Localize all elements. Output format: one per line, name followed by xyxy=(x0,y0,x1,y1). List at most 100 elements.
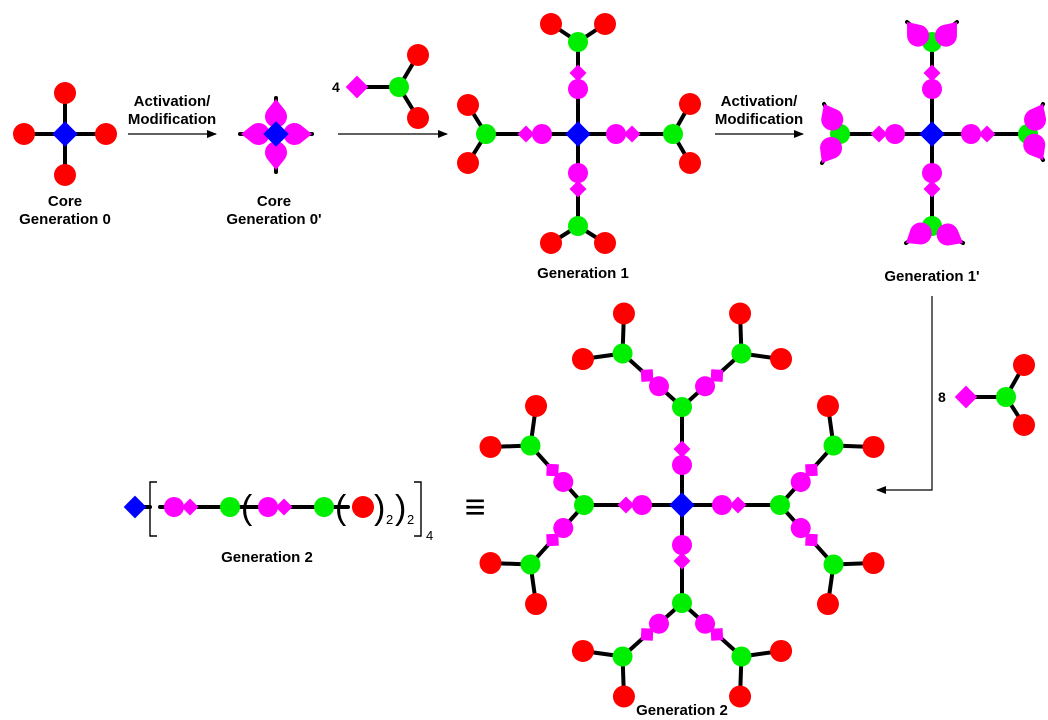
terminal-group xyxy=(816,394,839,417)
activated-end-group xyxy=(820,136,843,163)
linker-unit xyxy=(672,535,692,555)
terminal-group xyxy=(679,152,701,174)
linker-pair xyxy=(640,369,669,397)
terminal-group xyxy=(729,685,752,708)
branch-unit xyxy=(520,554,541,575)
terminal-group xyxy=(679,93,701,115)
linker-unit xyxy=(922,163,942,183)
branch-unit xyxy=(996,387,1016,407)
activated-end-group xyxy=(283,123,312,145)
linker-unit xyxy=(617,496,635,514)
branch-unit xyxy=(612,646,633,667)
terminal-group xyxy=(540,13,562,35)
core-unit xyxy=(565,121,591,147)
linker-unit xyxy=(712,495,732,515)
linker-unit xyxy=(805,533,818,547)
terminal-group xyxy=(1013,354,1035,376)
linker-pair xyxy=(617,495,652,515)
terminal-group xyxy=(13,123,35,145)
terminal-group xyxy=(612,302,635,325)
step1-label-line1: Activation/ xyxy=(134,93,212,110)
linker-pair xyxy=(922,64,942,99)
linker-unit xyxy=(790,518,811,539)
branch-unit xyxy=(568,216,588,236)
terminal-group xyxy=(862,435,885,458)
linker-pair xyxy=(790,518,818,547)
linker-pair xyxy=(546,463,574,492)
linker-unit xyxy=(275,498,293,516)
linker-unit xyxy=(606,124,626,144)
terminal-group xyxy=(95,123,117,145)
terminal-group xyxy=(54,82,76,104)
generation-2-formula: ( ( ) 2 ) 2 4 xyxy=(123,481,433,543)
terminal-group xyxy=(770,348,793,371)
linker-unit xyxy=(623,125,641,143)
linker-unit xyxy=(710,369,724,382)
formula-bracket-right xyxy=(414,481,422,537)
linker-pair xyxy=(695,613,724,641)
linker-pair xyxy=(790,463,818,492)
branch-unit xyxy=(731,343,752,364)
linker-unit xyxy=(648,376,669,397)
linker-pair xyxy=(568,163,588,198)
linker-unit xyxy=(954,385,978,409)
generation-1-prime-dendrimer xyxy=(820,20,1047,246)
terminal-group xyxy=(571,348,594,371)
linker-unit xyxy=(961,124,981,144)
linker-pair xyxy=(568,64,588,99)
linker-unit xyxy=(695,613,716,634)
terminal-group xyxy=(612,685,635,708)
terminal-group xyxy=(525,394,548,417)
activated-end-group xyxy=(936,223,963,246)
branch-unit xyxy=(770,495,790,515)
gen2-label: Generation 2 xyxy=(636,702,728,719)
generation-0-prime-core xyxy=(238,96,314,174)
branch-unit xyxy=(574,495,594,515)
step1-label-line2: Modification xyxy=(128,111,216,128)
linker-unit xyxy=(978,125,996,143)
linker-unit xyxy=(805,463,818,477)
linker-pair xyxy=(870,124,905,144)
gen0-label-line1: Core xyxy=(48,193,82,210)
linker-unit xyxy=(164,497,184,517)
terminal-group xyxy=(540,232,562,254)
terminal-group xyxy=(729,302,752,325)
gen2-formula-label: Generation 2 xyxy=(221,549,313,566)
terminal-group xyxy=(594,232,616,254)
core-unit xyxy=(123,495,147,519)
branch-unit xyxy=(672,593,692,613)
linker-unit xyxy=(672,455,692,475)
linker-unit xyxy=(532,124,552,144)
linker-unit xyxy=(648,613,669,634)
terminal-group xyxy=(594,13,616,35)
linker-unit xyxy=(569,180,587,198)
core-unit xyxy=(669,492,695,518)
linker-unit xyxy=(258,497,278,517)
formula-subscript: 2 xyxy=(407,512,414,527)
activated-end-group xyxy=(265,141,287,170)
formula-bracket-left xyxy=(149,481,157,537)
linker-unit xyxy=(885,124,905,144)
core-unit xyxy=(52,121,78,147)
activated-end-group xyxy=(265,99,287,128)
terminal-group xyxy=(571,639,594,662)
linker-unit xyxy=(546,533,559,547)
terminal-group xyxy=(1013,414,1035,436)
monomer-reagent-2 xyxy=(954,354,1035,436)
formula-paren-open: ( xyxy=(335,489,347,527)
activated-end-group xyxy=(1023,133,1046,160)
linker-unit xyxy=(568,79,588,99)
terminal-group xyxy=(54,164,76,186)
terminal-group xyxy=(525,593,548,616)
terminal-group xyxy=(457,152,479,174)
terminal-group xyxy=(479,552,502,575)
gen0p-label-line1: Core xyxy=(257,193,291,210)
reagent-count-2: 8 xyxy=(938,389,946,405)
activated-end-group xyxy=(1024,104,1047,131)
branch-unit xyxy=(389,77,409,97)
linker-unit xyxy=(695,376,716,397)
branch-unit xyxy=(823,554,844,575)
linker-unit xyxy=(546,463,559,477)
linker-unit xyxy=(673,552,691,570)
